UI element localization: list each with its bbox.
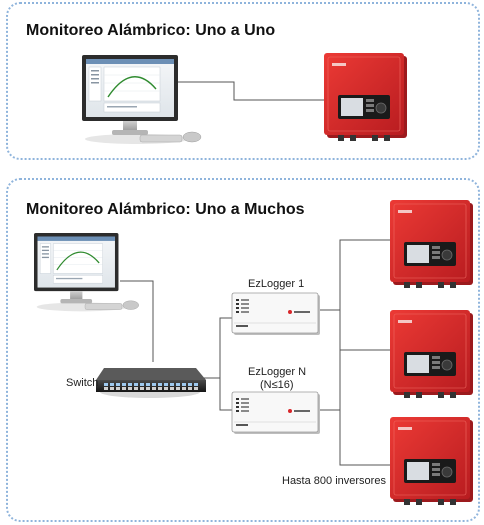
panel2-cables — [120, 239, 390, 466]
computer-monitor-icon — [81, 54, 202, 145]
solar-inverter-icon — [389, 416, 474, 506]
computer-monitor-icon — [33, 232, 140, 312]
logger-n-sublabel: (N≤16) — [260, 379, 294, 391]
one-to-many-title: Monitoreo Alámbrico: Uno a Muchos — [26, 201, 305, 218]
one-to-one-title: Monitoreo Alámbrico: Uno a Uno — [26, 22, 276, 39]
logger-1-label: EzLogger 1 — [248, 278, 305, 290]
panel1-cable — [177, 81, 324, 101]
logger-n-label: EzLogger N — [248, 366, 307, 378]
data-logger-icon — [231, 391, 321, 435]
solar-inverter-icon — [389, 309, 474, 399]
inverter-count-label: Hasta 800 inversores — [282, 475, 386, 487]
network-switch-icon — [96, 368, 206, 398]
solar-inverter-icon — [389, 199, 474, 289]
data-logger-icon — [231, 292, 321, 336]
solar-inverter-icon — [323, 52, 408, 142]
switch-label: Switch — [66, 377, 99, 389]
